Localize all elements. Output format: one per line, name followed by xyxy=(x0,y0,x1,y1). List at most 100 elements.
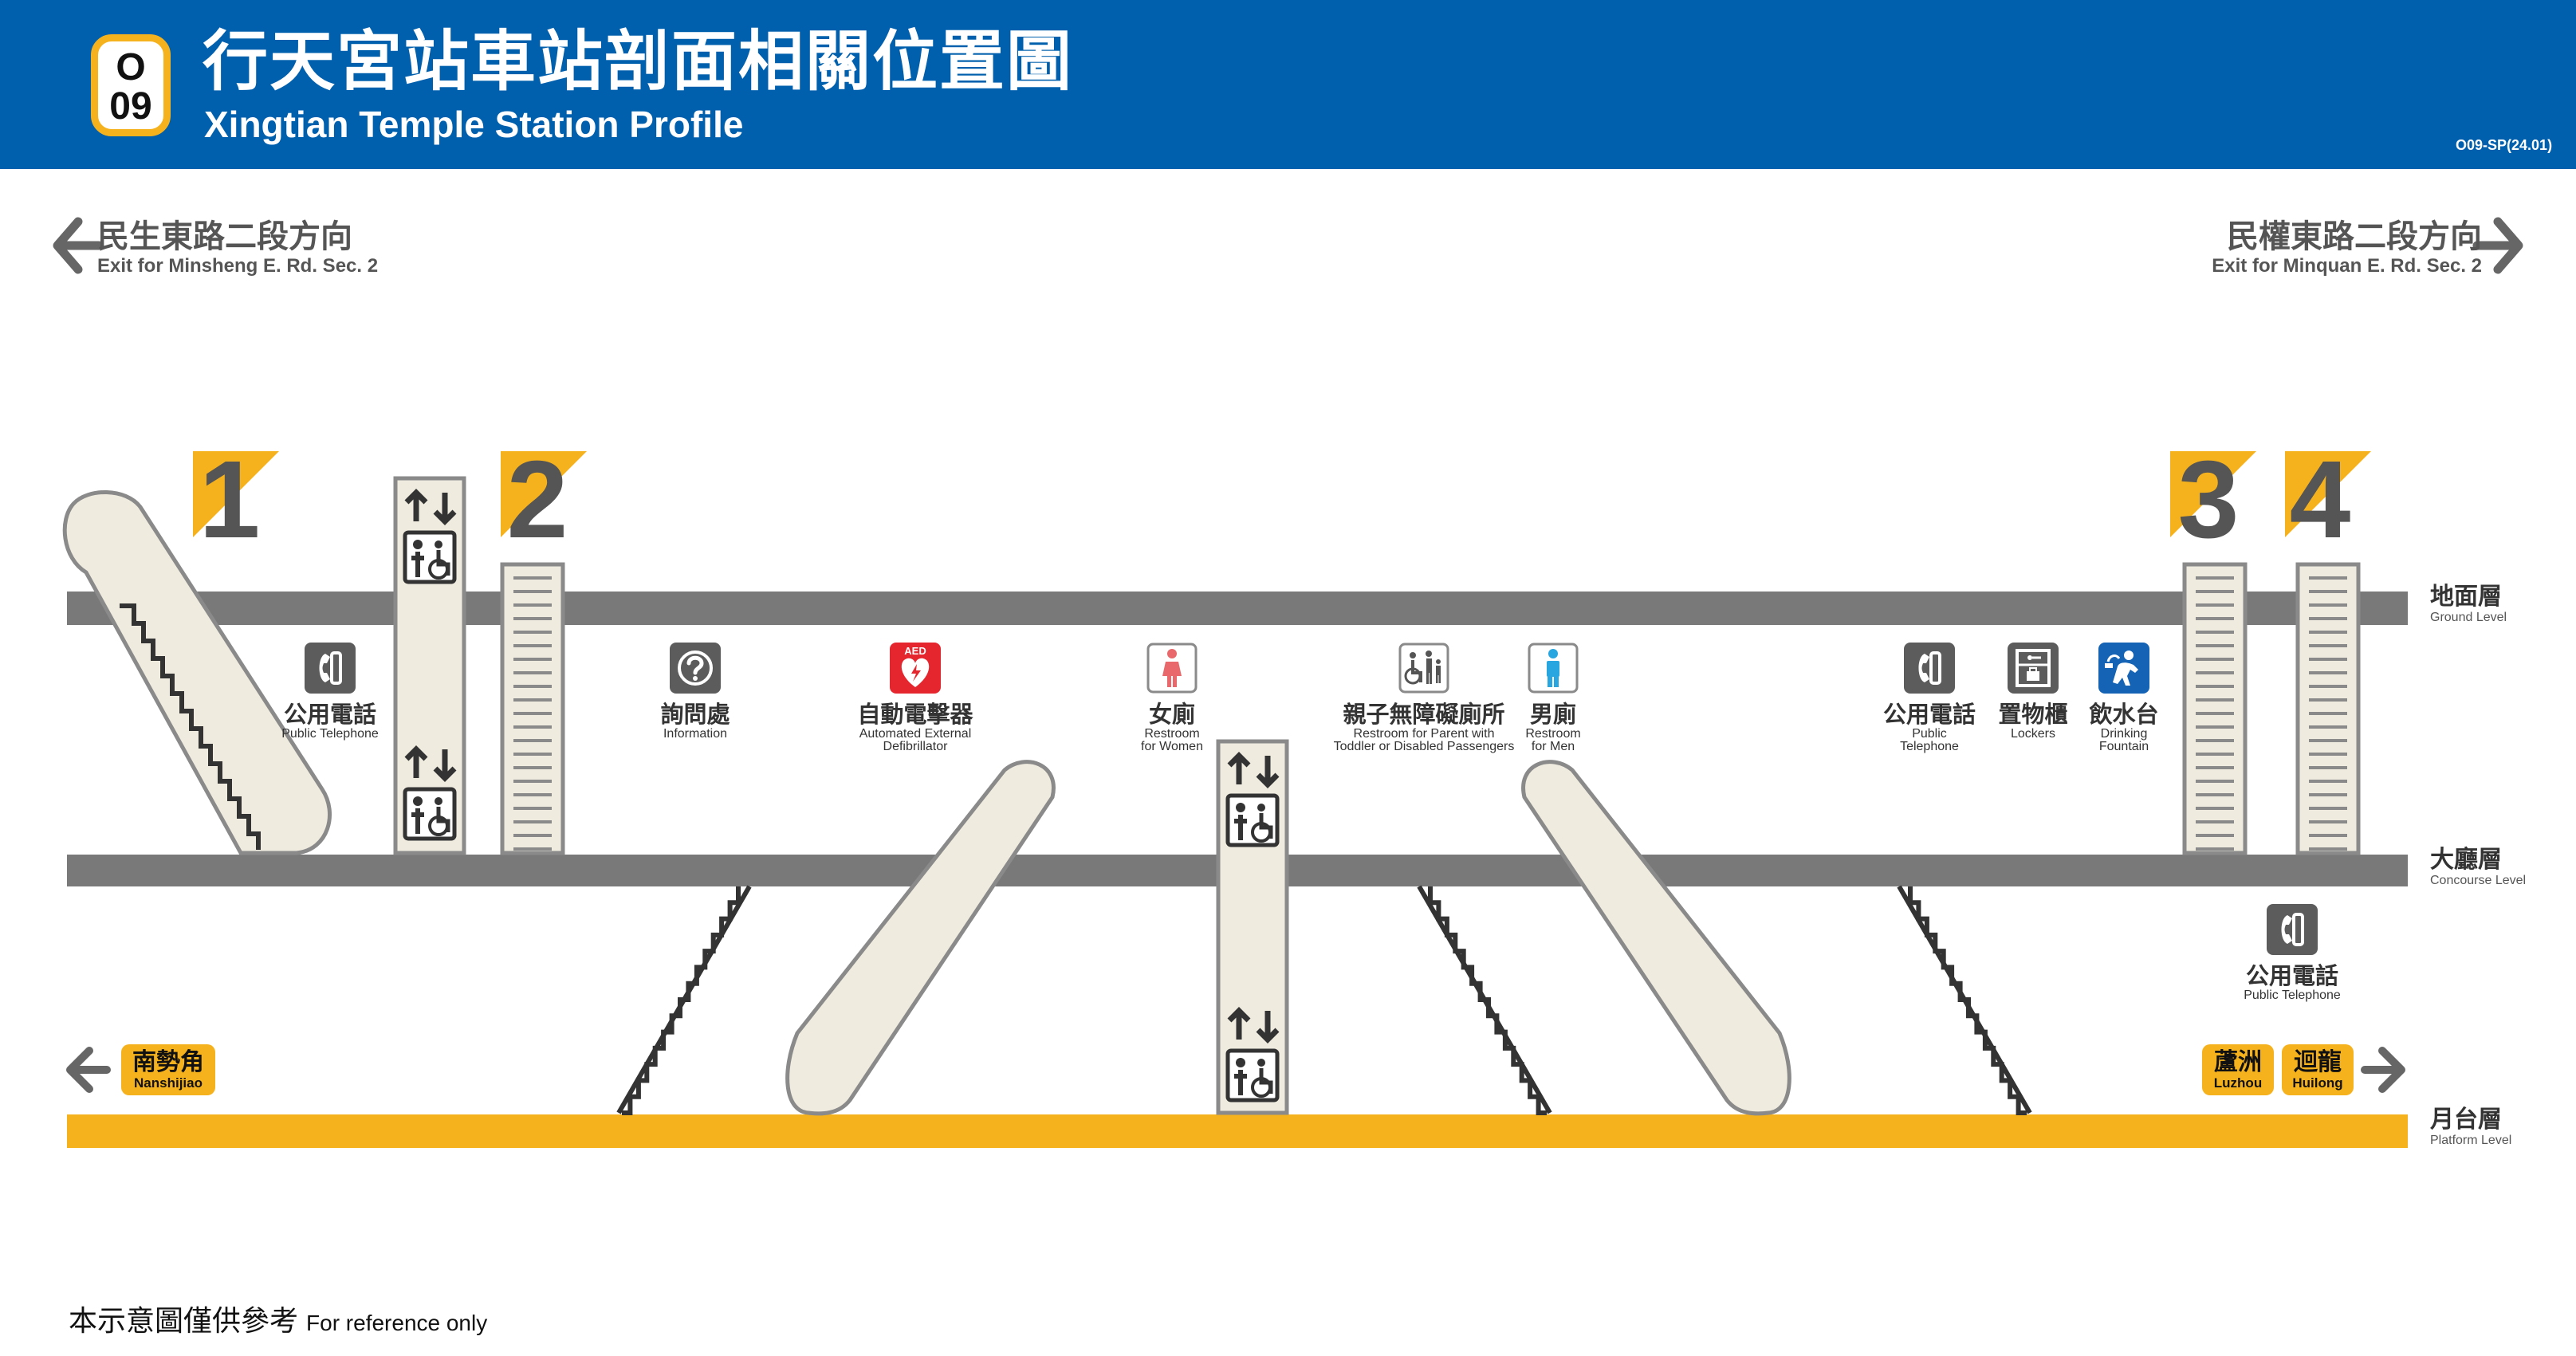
facility-label-zh: 公用電話 xyxy=(283,702,376,728)
exit-2-number: 2 xyxy=(507,438,568,561)
drinking-fountain-icon xyxy=(2098,643,2149,694)
facility-label-zh: 男廁 xyxy=(1529,702,1576,728)
destination-zh: 迴龍 xyxy=(2294,1049,2342,1075)
locker-icon xyxy=(2008,643,2059,694)
facility-label-zh: 親子無障礙廁所 xyxy=(1343,702,1505,728)
facility-label-en: Restroom xyxy=(1525,727,1581,741)
destination-zh: 蘆洲 xyxy=(2214,1049,2262,1075)
exit-3-number: 3 xyxy=(2178,438,2240,561)
right-direction-arrow-icon xyxy=(2472,217,2523,274)
left-direction-label: 民生東路二段方向 Exit for Minsheng E. Rd. Sec. 2 xyxy=(97,218,378,277)
destination-en: Nanshijiao xyxy=(134,1075,203,1091)
facility-label-zh: 女廁 xyxy=(1148,702,1195,728)
header-bar: O 09 行天宮站車站剖面相關位置圖 Xingtian Temple Stati… xyxy=(0,0,2576,169)
public-telephone-concourse: 公用電話 Public Telephone xyxy=(1826,641,2033,753)
destination-huilong: 迴龍 Huilong xyxy=(2282,1044,2354,1095)
destination-en: Luzhou xyxy=(2213,1075,2263,1091)
woman-icon xyxy=(1146,643,1198,694)
facility-label-en: Telephone xyxy=(1900,740,1959,753)
exit-1-escalator xyxy=(62,490,332,855)
facility-label-zh: 飲水台 xyxy=(2089,702,2159,728)
platform-stairs-2 xyxy=(1417,885,1552,1115)
destination-luzhou: 蘆洲 Luzhou xyxy=(2202,1044,2274,1095)
exit-1-number: 1 xyxy=(199,438,261,561)
facility-label-en: Toddler or Disabled Passengers xyxy=(1333,740,1515,753)
right-direction-label: 民權東路二段方向 Exit for Minquan E. Rd. Sec. 2 xyxy=(2212,218,2482,277)
reference-note-en: For reference only xyxy=(306,1311,488,1335)
facility-label-en: Fountain xyxy=(2098,740,2149,753)
left-direction-arrow-icon xyxy=(53,217,104,274)
destination-nanshijiao: 南勢角 Nanshijiao xyxy=(121,1044,215,1095)
facility-label-en: for Men xyxy=(1531,740,1575,753)
lockers: 置物櫃 Lockers xyxy=(1929,643,2137,741)
telephone-icon xyxy=(2265,902,2319,957)
luzhou-huilong-arrow-icon xyxy=(2361,1047,2405,1093)
facility-label-en: Drinking xyxy=(2100,727,2148,741)
right-direction-zh: 民權東路二段方向 xyxy=(2227,219,2482,254)
exit-1-marker: 1 xyxy=(193,438,279,561)
right-direction-en: Exit for Minquan E. Rd. Sec. 2 xyxy=(2212,255,2482,277)
facility-label-en: Automated External xyxy=(859,727,972,741)
facility-label-zh: 置物櫃 xyxy=(1998,702,2068,728)
public-telephone-platform: 公用電話 Public Telephone xyxy=(2189,902,2396,1002)
platform-stairs-1 xyxy=(616,885,752,1115)
ground-level-label: 地面層 Ground Level xyxy=(2430,584,2507,625)
facility-label-en: Public Telephone xyxy=(2244,989,2341,1002)
page-title-zh: 行天宮站車站剖面相關位置圖 xyxy=(203,26,1074,98)
public-telephone-ground: 公用電話 Public Telephone xyxy=(226,641,434,741)
family-accessible-restroom: 親子無障礙廁所 Restroom for Parent with Toddler… xyxy=(1304,643,1544,753)
platform-level-zh: 月台層 xyxy=(2430,1106,2502,1133)
facility-label-en: Information xyxy=(663,727,728,741)
information-desk: 詢問處 Information xyxy=(592,643,799,741)
aed-icon: AED xyxy=(890,643,941,694)
ground-level-zh: 地面層 xyxy=(2430,584,2502,610)
mens-restroom: 男廁 Restroom for Men xyxy=(1449,643,1657,753)
question-icon xyxy=(670,643,721,694)
facility-label-en: Restroom xyxy=(1144,727,1200,741)
facility-label-en: for Women xyxy=(1141,740,1203,753)
man-icon xyxy=(1528,643,1579,694)
facility-label-en: Restroom for Parent with xyxy=(1353,727,1495,741)
platform-level-slab xyxy=(67,1114,2408,1148)
platform-escalator-right xyxy=(1521,760,1791,1116)
facility-label-zh: 自動電擊器 xyxy=(857,702,973,728)
left-direction-en: Exit for Minsheng E. Rd. Sec. 2 xyxy=(97,255,379,277)
telephone-icon xyxy=(303,641,357,695)
destination-zh: 南勢角 xyxy=(132,1049,204,1075)
left-direction-zh: 民生東路二段方向 xyxy=(97,219,352,254)
facility-label-en: Public xyxy=(1912,727,1947,741)
exit-4-stairs xyxy=(2295,562,2361,855)
exit-4-marker: 4 xyxy=(2285,438,2371,561)
exit-3-marker: 3 xyxy=(2170,438,2256,561)
nanshijiao-arrow-icon xyxy=(66,1047,111,1093)
ground-level-en: Ground Level xyxy=(2430,611,2507,624)
facility-label-en: Lockers xyxy=(2010,727,2056,741)
concourse-level-label: 大廳層 Concourse Level xyxy=(2430,847,2526,888)
drinking-fountain: 飲水台 Drinking Fountain xyxy=(2020,643,2228,753)
reference-note: 本示意圖僅供參考 For reference only xyxy=(69,1298,487,1339)
destination-en: Huilong xyxy=(2292,1075,2343,1091)
concourse-level-en: Concourse Level xyxy=(2430,874,2527,887)
aed-icon-text: AED xyxy=(904,645,926,657)
family-accessible-icon xyxy=(1398,643,1449,694)
facility-label-zh: 公用電話 xyxy=(1882,702,1976,728)
exit-2-stairs xyxy=(500,562,565,855)
station-code-line: O xyxy=(116,46,146,88)
station-code-badge: O 09 xyxy=(91,34,171,136)
womens-restroom: 女廁 Restroom for Women xyxy=(1068,643,1276,753)
platform-stairs-3 xyxy=(1897,885,2032,1115)
facility-label-zh: 詢問處 xyxy=(660,702,730,728)
exit-2-marker: 2 xyxy=(501,438,587,561)
facility-label-zh: 公用電話 xyxy=(2245,964,2338,989)
facility-label-en: Public Telephone xyxy=(281,727,379,741)
platform-level-en: Platform Level xyxy=(2430,1134,2512,1147)
document-code: O09-SP(24.01) xyxy=(2456,137,2553,153)
center-elevator xyxy=(1216,739,1289,1115)
concourse-level-zh: 大廳層 xyxy=(2430,847,2502,873)
reference-note-zh: 本示意圖僅供參考 xyxy=(69,1304,299,1337)
exit-4-number: 4 xyxy=(2290,438,2351,561)
exit-3-stairs xyxy=(2182,562,2248,855)
station-code-number: 09 xyxy=(109,85,152,128)
page-title-en: Xingtian Temple Station Profile xyxy=(204,104,744,145)
platform-escalator-left xyxy=(785,760,1056,1116)
